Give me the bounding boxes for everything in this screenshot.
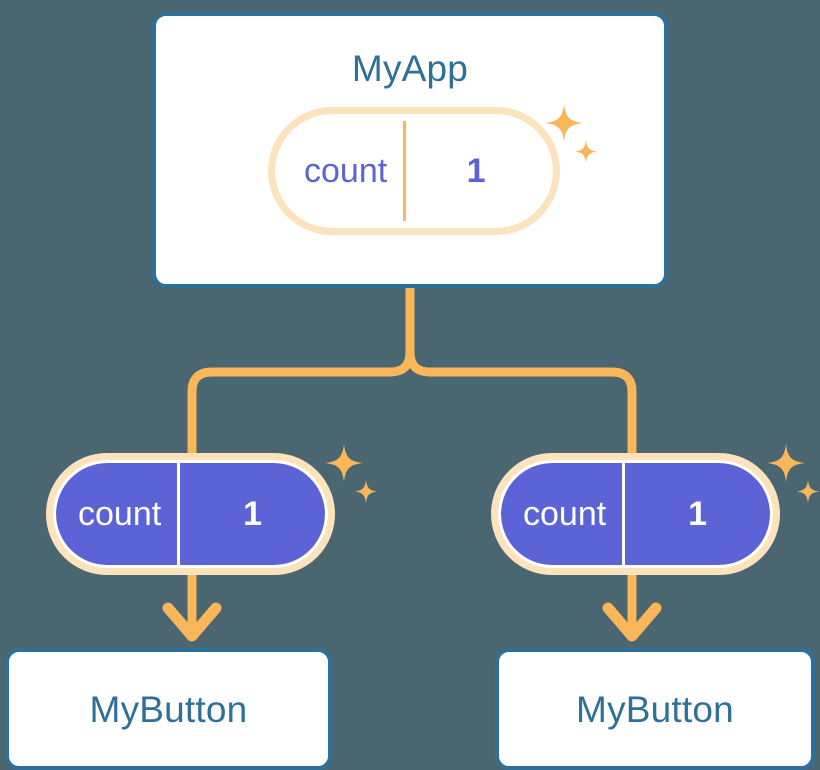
component-label: MyButton bbox=[576, 689, 734, 730]
state-pill-child-left[interactable]: count 1 bbox=[46, 453, 335, 575]
state-pill-inner: count 1 bbox=[498, 460, 773, 568]
state-pill-value: 1 bbox=[177, 463, 325, 565]
component-label: MyButton bbox=[89, 689, 248, 730]
state-pill-child-right[interactable]: count 1 bbox=[491, 453, 780, 575]
state-pill-key: count bbox=[304, 152, 388, 190]
state-pill-inner: count 1 bbox=[53, 460, 328, 568]
state-pill-key: count bbox=[501, 463, 623, 565]
connector-branch-left bbox=[187, 283, 415, 460]
state-pill-key: count bbox=[56, 463, 178, 565]
state-pill-myapp[interactable]: count 1 bbox=[268, 107, 560, 235]
connector-branch-right bbox=[405, 283, 637, 460]
arrow-head-right bbox=[602, 602, 662, 642]
state-pill-inner: count 1 bbox=[275, 114, 553, 228]
arrow-head-left bbox=[162, 602, 222, 642]
page-title: MyApp bbox=[351, 48, 469, 89]
component-box-mybutton-left[interactable]: MyButton bbox=[5, 648, 332, 770]
state-pill-value: 1 bbox=[403, 121, 546, 221]
component-box-mybutton-right[interactable]: MyButton bbox=[495, 648, 815, 770]
state-pill-value: 1 bbox=[622, 463, 770, 565]
